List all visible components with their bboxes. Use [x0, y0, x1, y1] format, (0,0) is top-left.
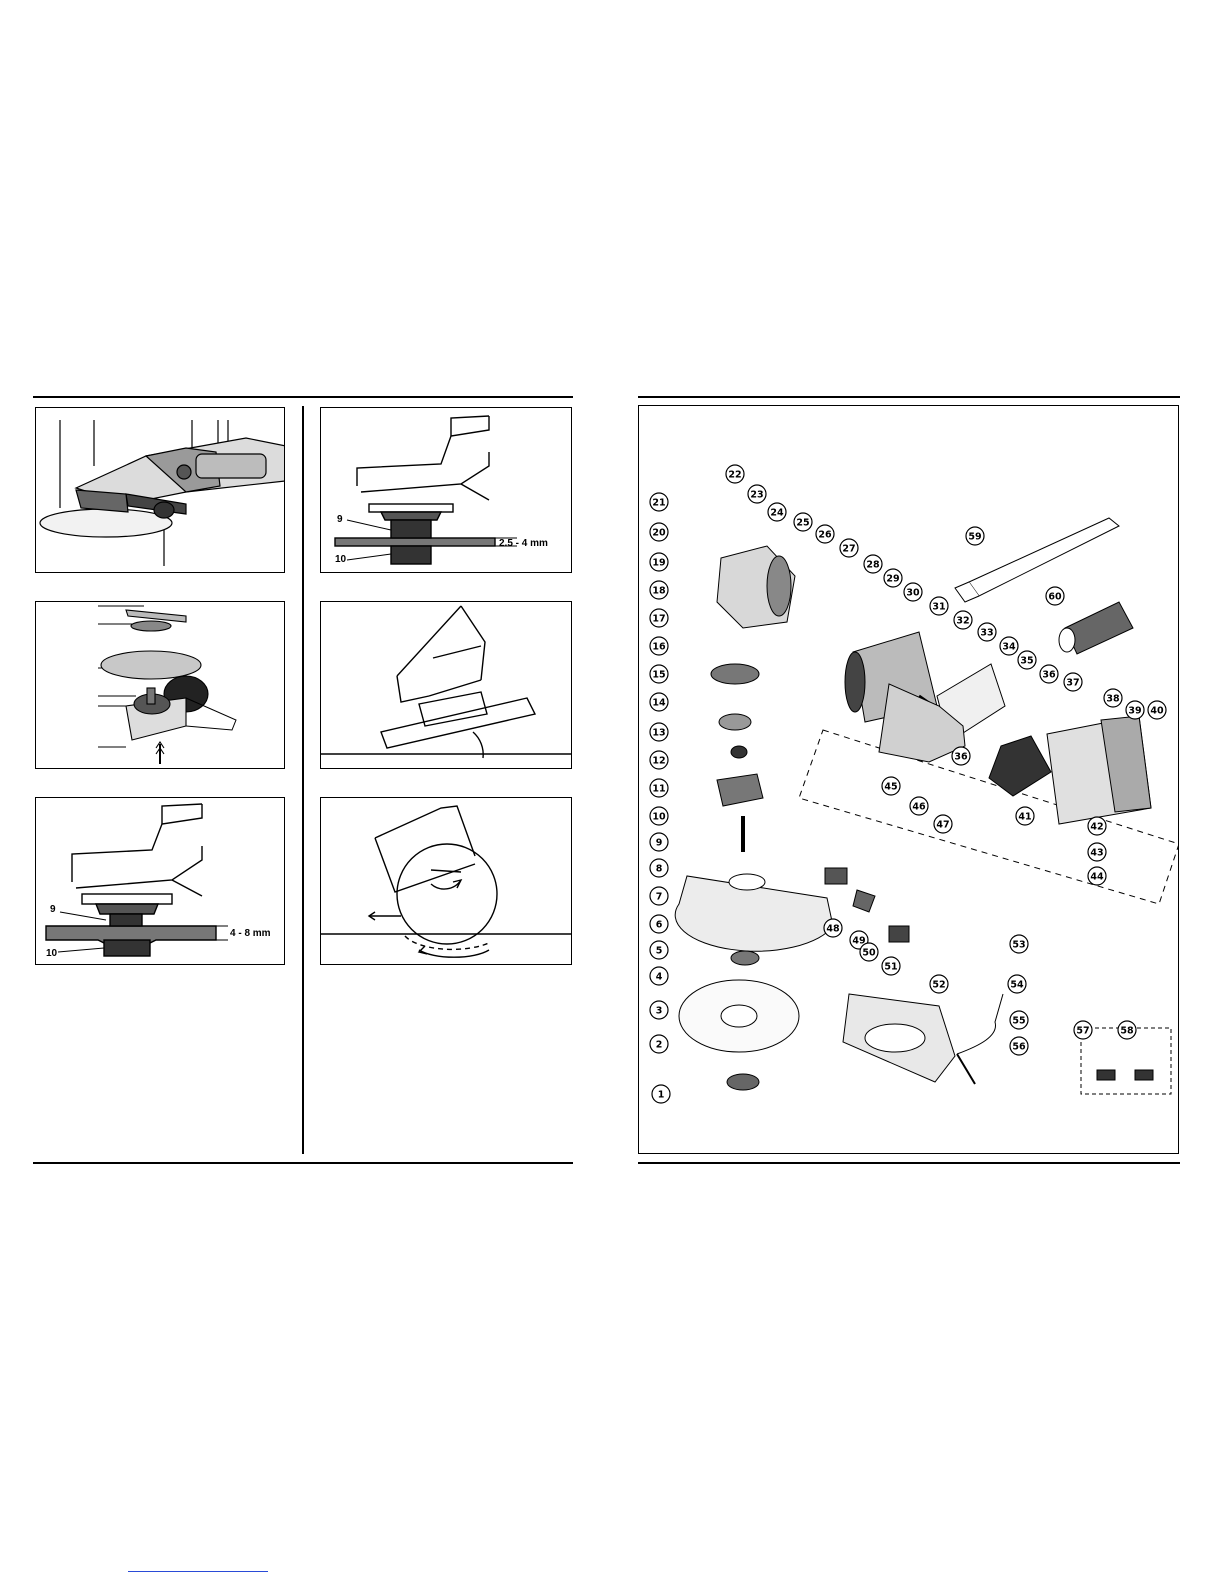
part-number-label: 15 — [652, 670, 665, 681]
part-number-label: 48 — [826, 924, 840, 935]
part-number-label: 8 — [656, 864, 663, 875]
bottom-rule-left — [33, 1162, 573, 1164]
label-ten: 10 — [46, 948, 57, 959]
part-number-label: 32 — [956, 616, 969, 627]
part-number-label: 30 — [906, 588, 920, 599]
part-number-label: 35 — [1020, 656, 1033, 667]
part-number-label: 10 — [652, 812, 666, 823]
exploded-parts-diagram: 1234567891011121314151617181920212223242… — [638, 405, 1179, 1154]
part-number-label: 52 — [932, 980, 945, 991]
part-number-label: 50 — [862, 948, 876, 959]
part-number-label: 56 — [1012, 1042, 1026, 1053]
part-number-label: 33 — [980, 628, 993, 639]
part-number-label: 3 — [656, 1006, 663, 1017]
part-number-label: 40 — [1150, 706, 1164, 717]
part-number-label: 14 — [652, 698, 666, 709]
part-number-label: 37 — [1066, 678, 1079, 689]
part-number-label: 39 — [1128, 706, 1141, 717]
part-number-label: 38 — [1106, 694, 1120, 705]
part-number-label: 11 — [652, 784, 665, 795]
part-number-label: 53 — [1012, 940, 1025, 951]
footer-link-underline — [128, 1571, 268, 1572]
part-number-label: 46 — [912, 802, 926, 813]
part-number-label: 20 — [652, 528, 666, 539]
figure-flange-thin-disc: 9 10 2.5 - 4 mm — [320, 407, 572, 573]
part-number-label: 6 — [656, 920, 663, 931]
part-number-label: 19 — [652, 558, 665, 569]
bottom-rule-right — [638, 1162, 1180, 1164]
part-number-label: 42 — [1090, 822, 1103, 833]
part-number-label: 24 — [770, 508, 784, 519]
part-number-label: 27 — [842, 544, 855, 555]
figure-disc-assembly — [35, 601, 285, 769]
thickness-range-thick: 4 - 8 mm — [230, 928, 271, 939]
part-number-label: 36 — [954, 752, 968, 763]
part-number-label: 1 — [658, 1090, 665, 1101]
part-number-label: 28 — [866, 560, 880, 571]
part-number-label: 43 — [1090, 848, 1103, 859]
figure-cutting-angle — [320, 601, 572, 769]
part-number-label: 17 — [652, 614, 665, 625]
part-number-label: 47 — [936, 820, 949, 831]
top-rule-left — [33, 396, 573, 398]
part-number-label: 60 — [1048, 592, 1062, 603]
part-number-label: 44 — [1090, 872, 1104, 883]
part-number-label: 36 — [1042, 670, 1056, 681]
figure-cutting-direction — [320, 797, 572, 965]
label-ten: 10 — [335, 554, 346, 565]
part-number-label: 45 — [884, 782, 897, 793]
part-number-label: 58 — [1120, 1026, 1134, 1037]
part-number-label: 13 — [652, 728, 665, 739]
part-number-label: 34 — [1002, 642, 1016, 653]
part-number-label: 18 — [652, 586, 666, 597]
figure-tool-overview — [35, 407, 285, 573]
part-number-label: 51 — [884, 962, 897, 973]
column-divider — [302, 406, 304, 1154]
part-number-label: 57 — [1076, 1026, 1089, 1037]
part-number-label: 7 — [656, 892, 663, 903]
figure-flange-thick-disc: 9 10 4 - 8 mm — [35, 797, 285, 965]
part-number-label: 9 — [656, 838, 663, 849]
part-number-label: 2 — [656, 1040, 663, 1051]
part-number-label: 22 — [728, 470, 741, 481]
part-number-label: 26 — [818, 530, 832, 541]
thickness-range-thin: 2.5 - 4 mm — [499, 538, 548, 549]
part-number-label: 21 — [652, 498, 665, 509]
part-number-label: 16 — [652, 642, 666, 653]
part-number-label: 29 — [886, 574, 899, 585]
part-number-label: 31 — [932, 602, 945, 613]
label-nine: 9 — [337, 514, 343, 525]
part-number-label: 23 — [750, 490, 763, 501]
part-number-label: 25 — [796, 518, 809, 529]
part-number-label: 5 — [656, 946, 663, 957]
top-rule-right — [638, 396, 1180, 398]
part-number-label: 41 — [1018, 812, 1031, 823]
label-nine: 9 — [50, 904, 56, 915]
part-number-label: 59 — [968, 532, 981, 543]
part-number-label: 55 — [1012, 1016, 1025, 1027]
part-number-label: 12 — [652, 756, 665, 767]
part-number-label: 4 — [656, 972, 663, 983]
part-number-label: 54 — [1010, 980, 1024, 991]
